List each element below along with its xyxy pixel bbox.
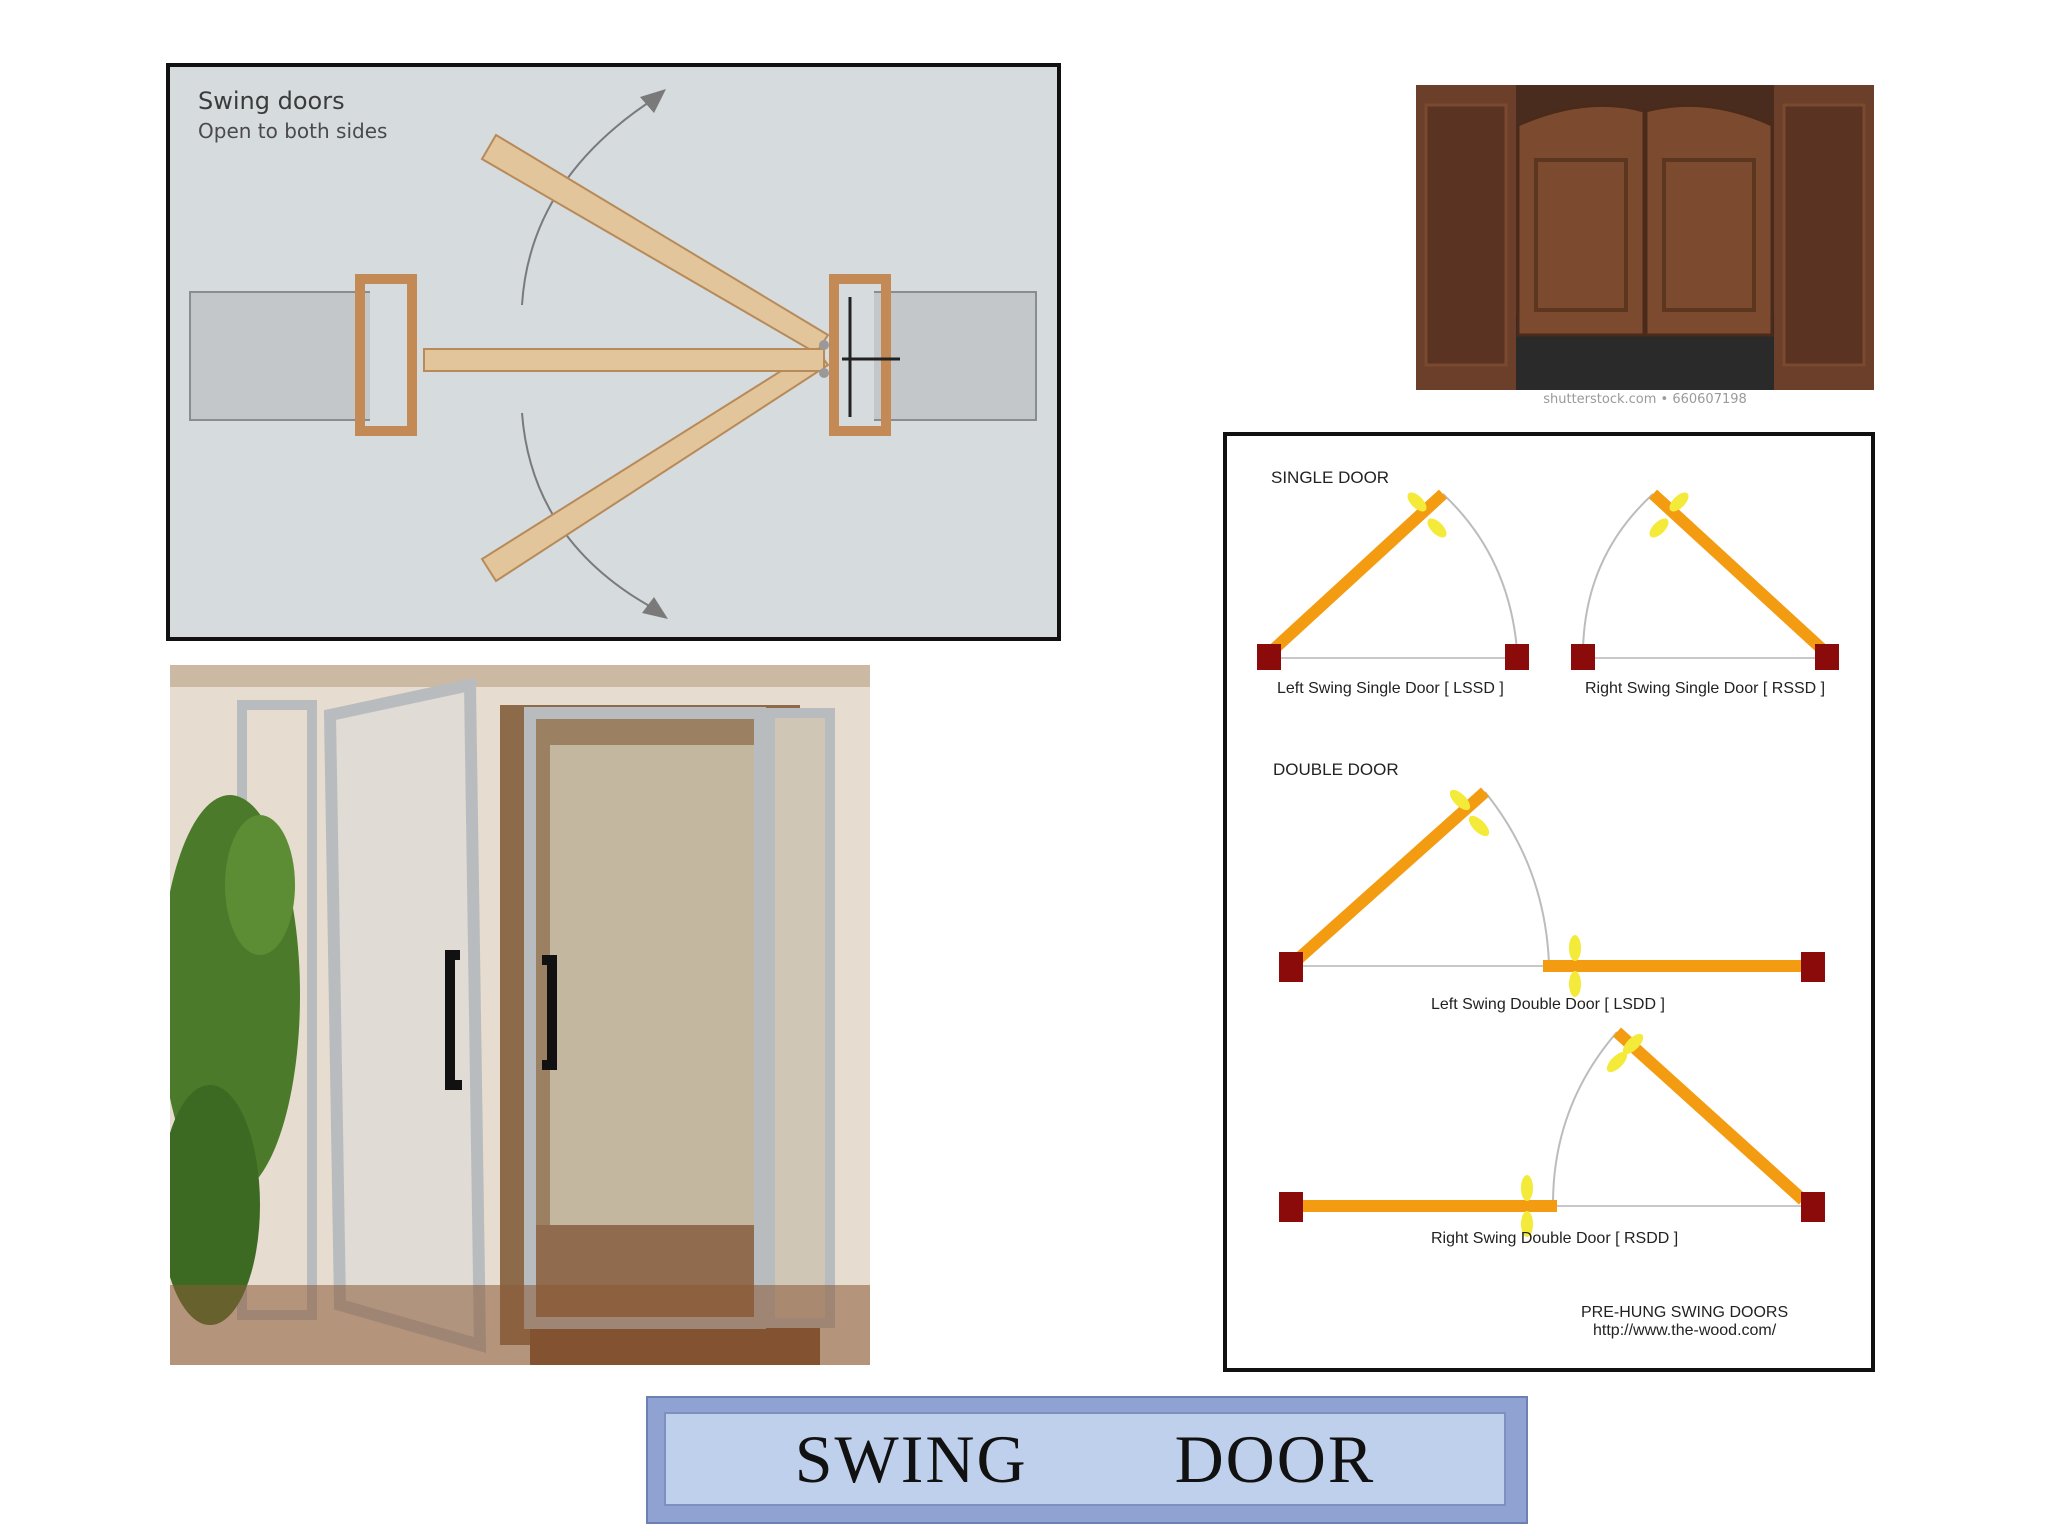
lsdd-hinge — [1449, 789, 1471, 811]
door-leaf-open-up — [480, 133, 830, 355]
lssd-jamb-right — [1505, 644, 1529, 670]
saloon-right-leaf — [1644, 103, 1774, 337]
wall-left — [189, 291, 377, 421]
frame-left-inner — [370, 289, 400, 421]
slide-title: SWING DOOR — [794, 1420, 1376, 1497]
handle-left — [445, 950, 462, 1090]
lsdd-leaf-left — [1293, 787, 1489, 965]
arrow-head-up — [640, 89, 666, 113]
lsdd-label: Left Swing Double Door [ LSDD ] — [1431, 996, 1665, 1013]
lsdd-jamb-right — [1801, 952, 1825, 982]
saloon-left-leaf — [1516, 103, 1646, 337]
swing-door-plan-diagram: Swing doors Open to both sides — [166, 63, 1061, 641]
diagram-title: Swing doors — [198, 87, 345, 115]
rsdd-label: Right Swing Double Door [ RSDD ] — [1431, 1230, 1679, 1247]
footer-url: http://www.the-wood.com/ — [1593, 1322, 1777, 1339]
rsdd-hinge — [1622, 1033, 1644, 1055]
door-types-diagram: SINGLE DOOR Left Swing Single Door [ LSS… — [1223, 432, 1875, 1372]
lssd-hinge — [1407, 492, 1427, 512]
saloon-doors-illustration — [1416, 85, 1874, 390]
rssd-label: Right Swing Single Door [ RSSD ] — [1585, 680, 1826, 697]
glass-door-right — [524, 707, 766, 1329]
diagram-subtitle: Open to both sides — [198, 119, 388, 143]
arrow-head-down — [642, 597, 668, 619]
door-leaf-closed — [423, 348, 825, 372]
swing-door-plan-drawing — [189, 89, 1037, 619]
frame-right — [829, 274, 891, 436]
hinge-bottom — [819, 368, 829, 378]
glass-door-left — [323, 677, 487, 1353]
glass-swing-doors-photo — [160, 665, 870, 1365]
double-door-heading: DOUBLE DOOR — [1273, 760, 1399, 779]
rsdd-jamb-right — [1801, 1192, 1825, 1222]
rssd-jamb-right — [1815, 644, 1839, 670]
footer-title: PRE-HUNG SWING DOORS — [1581, 1304, 1789, 1321]
rssd-jamb-left — [1571, 644, 1595, 670]
door-leaf-open-down — [480, 347, 830, 583]
door-types-drawing — [1257, 489, 1839, 1237]
lsdd-jamb-left — [1279, 952, 1303, 982]
handle-right — [542, 955, 557, 1070]
photo-credit: shutterstock.com • 660607198 — [1543, 392, 1747, 407]
lssd-jamb-left — [1257, 644, 1281, 670]
lssd-label: Left Swing Single Door [ LSSD ] — [1277, 680, 1504, 697]
wall-right — [845, 291, 1037, 421]
rsdd-leaf-right — [1612, 1027, 1808, 1205]
title-banner-inner: SWING DOOR — [664, 1412, 1506, 1506]
frame-left — [355, 274, 417, 436]
hinge-top — [819, 340, 829, 350]
rssd-leaf — [1648, 489, 1828, 655]
rsdd-jamb-left — [1279, 1192, 1303, 1222]
lssd-leaf — [1268, 489, 1448, 655]
title-banner: SWING DOOR — [646, 1396, 1528, 1524]
glass-doors-illustration — [160, 665, 870, 1365]
single-door-heading: SINGLE DOOR — [1271, 468, 1390, 487]
rssd-hinge — [1669, 492, 1689, 512]
saloon-doors-photo — [1416, 85, 1874, 390]
